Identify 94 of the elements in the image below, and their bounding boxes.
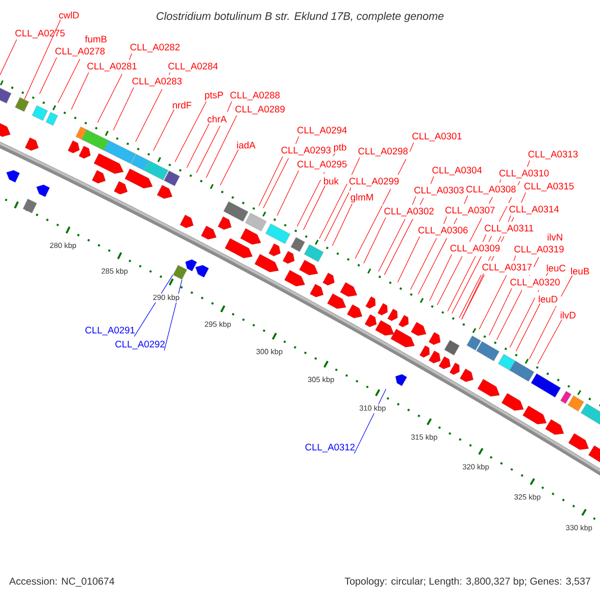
gene-label: CLL_A0315: [524, 182, 574, 192]
gene-label: CLL_A0294: [297, 126, 347, 136]
gene-label: leuC: [546, 264, 566, 272]
gene-box: [14, 97, 30, 112]
gene-label: CLL_A0307: [445, 206, 495, 216]
leader-line: [220, 149, 239, 186]
leader-line: [363, 217, 386, 264]
leader-line: [186, 123, 210, 168]
leader-line: [354, 142, 414, 259]
gene-label: CLL_A0299: [349, 178, 399, 186]
leader-line: [58, 58, 80, 104]
gene-label: CLL_A0283: [132, 78, 182, 86]
title: Clostridium botulinum B str. Eklund 17B, complete genome: [156, 12, 444, 22]
gene-box: [172, 264, 188, 280]
leader-line: [263, 136, 300, 208]
gene-label: chrA: [208, 116, 227, 122]
leader-line: [71, 72, 89, 110]
genome-info-text: Topology: circular; Length: 3,800,327 bp; Genes: 3,537: [344, 576, 592, 588]
leader-line: [303, 185, 326, 230]
leader-line: [510, 272, 548, 348]
gene-label: CLL_A0319: [514, 246, 564, 254]
leader-line: [429, 254, 452, 301]
gene-label: CLL_A0303: [414, 186, 464, 196]
gene-label: CLL_A0295: [297, 160, 347, 170]
gene-label: CLL_A0320: [510, 278, 560, 288]
leader-line: [153, 109, 174, 151]
leader-line: [39, 57, 57, 94]
gene-label: CLL_A0278: [55, 48, 105, 56]
gene-label: CLL_A0304: [432, 166, 482, 176]
gene-label: CLL_A0301: [412, 132, 462, 142]
leader-line: [332, 203, 352, 246]
leader-line: [324, 187, 351, 242]
leader-line: [97, 53, 132, 123]
leader-line: [478, 255, 516, 330]
leader-line: [206, 115, 238, 178]
leader-line: [276, 170, 300, 216]
leader-line: [452, 160, 530, 314]
leader-line: [135, 72, 170, 142]
gene-label: CLL_A0281: [87, 62, 137, 72]
gene-label: cwlD: [59, 12, 79, 18]
gene-label: CLL_A0309: [450, 244, 500, 254]
gene-label: CLL_A0310: [499, 170, 549, 178]
leader-line: [0, 39, 17, 76]
gene-label: iadA: [237, 142, 256, 148]
gene-label: ilvD: [560, 312, 576, 318]
leader-line: [496, 256, 540, 340]
gene-label: CLL_A0291: [85, 326, 135, 336]
leader-line: [436, 179, 502, 306]
gene-label: nrdF: [172, 102, 192, 108]
leader-line: [488, 288, 512, 336]
leader-line: [397, 236, 420, 283]
gene-label: CLL_A0306: [418, 226, 468, 236]
gene-label: ilvN: [548, 234, 562, 240]
leader-line: [174, 101, 207, 162]
leader-line: [113, 87, 134, 131]
gene-label: CLL_A0289: [235, 106, 285, 114]
gene-label: ptsP: [205, 92, 223, 100]
leader-line: [516, 303, 540, 352]
gene-label: buk: [324, 178, 339, 184]
gene-label: CLL_A0293: [281, 146, 331, 156]
gene-label: CLL_A0298: [358, 148, 408, 156]
leader-line: [447, 234, 486, 312]
leader-line: [529, 275, 573, 360]
leader-line: [258, 156, 283, 206]
gene-label: leuD: [538, 296, 558, 302]
leader-line: [461, 192, 526, 320]
gene-label: leuB: [571, 268, 589, 274]
gene-label: CLL_A0284: [168, 62, 218, 72]
gene-label: ptb: [334, 144, 346, 152]
accession-text: Accession: NC_010674: [8, 576, 116, 588]
gene-label: CLL_A0313: [528, 150, 578, 160]
leader-line: [537, 319, 562, 364]
gene-label: CLL_A0311: [484, 224, 534, 234]
leader-line: [319, 157, 360, 239]
leader-line: [410, 216, 448, 290]
leader-line: [418, 195, 468, 294]
gene-label: glmM: [350, 194, 373, 202]
gene-label: fumB: [85, 36, 107, 42]
leader-line: [24, 19, 61, 100]
leader-line: [459, 215, 512, 318]
leader-line: [164, 279, 182, 351]
leader-line: [461, 273, 484, 320]
leader-line: [196, 101, 232, 174]
gene-label: CLL_A0308: [466, 186, 516, 194]
gene-label: CLL_A0314: [509, 206, 559, 214]
gene-label: CLL_A0282: [130, 44, 180, 52]
leader-line: [378, 196, 416, 272]
leader-line: [384, 176, 434, 276]
gene-label: CLL_A0312: [305, 444, 355, 452]
gene-label: CLL_A0302: [384, 208, 434, 216]
gene-label: CLL_A0288: [230, 92, 280, 100]
gene-label: CLL_A0317: [482, 264, 532, 272]
gene-label: CLL_A0292: [115, 340, 165, 350]
leader-line: [296, 153, 336, 227]
